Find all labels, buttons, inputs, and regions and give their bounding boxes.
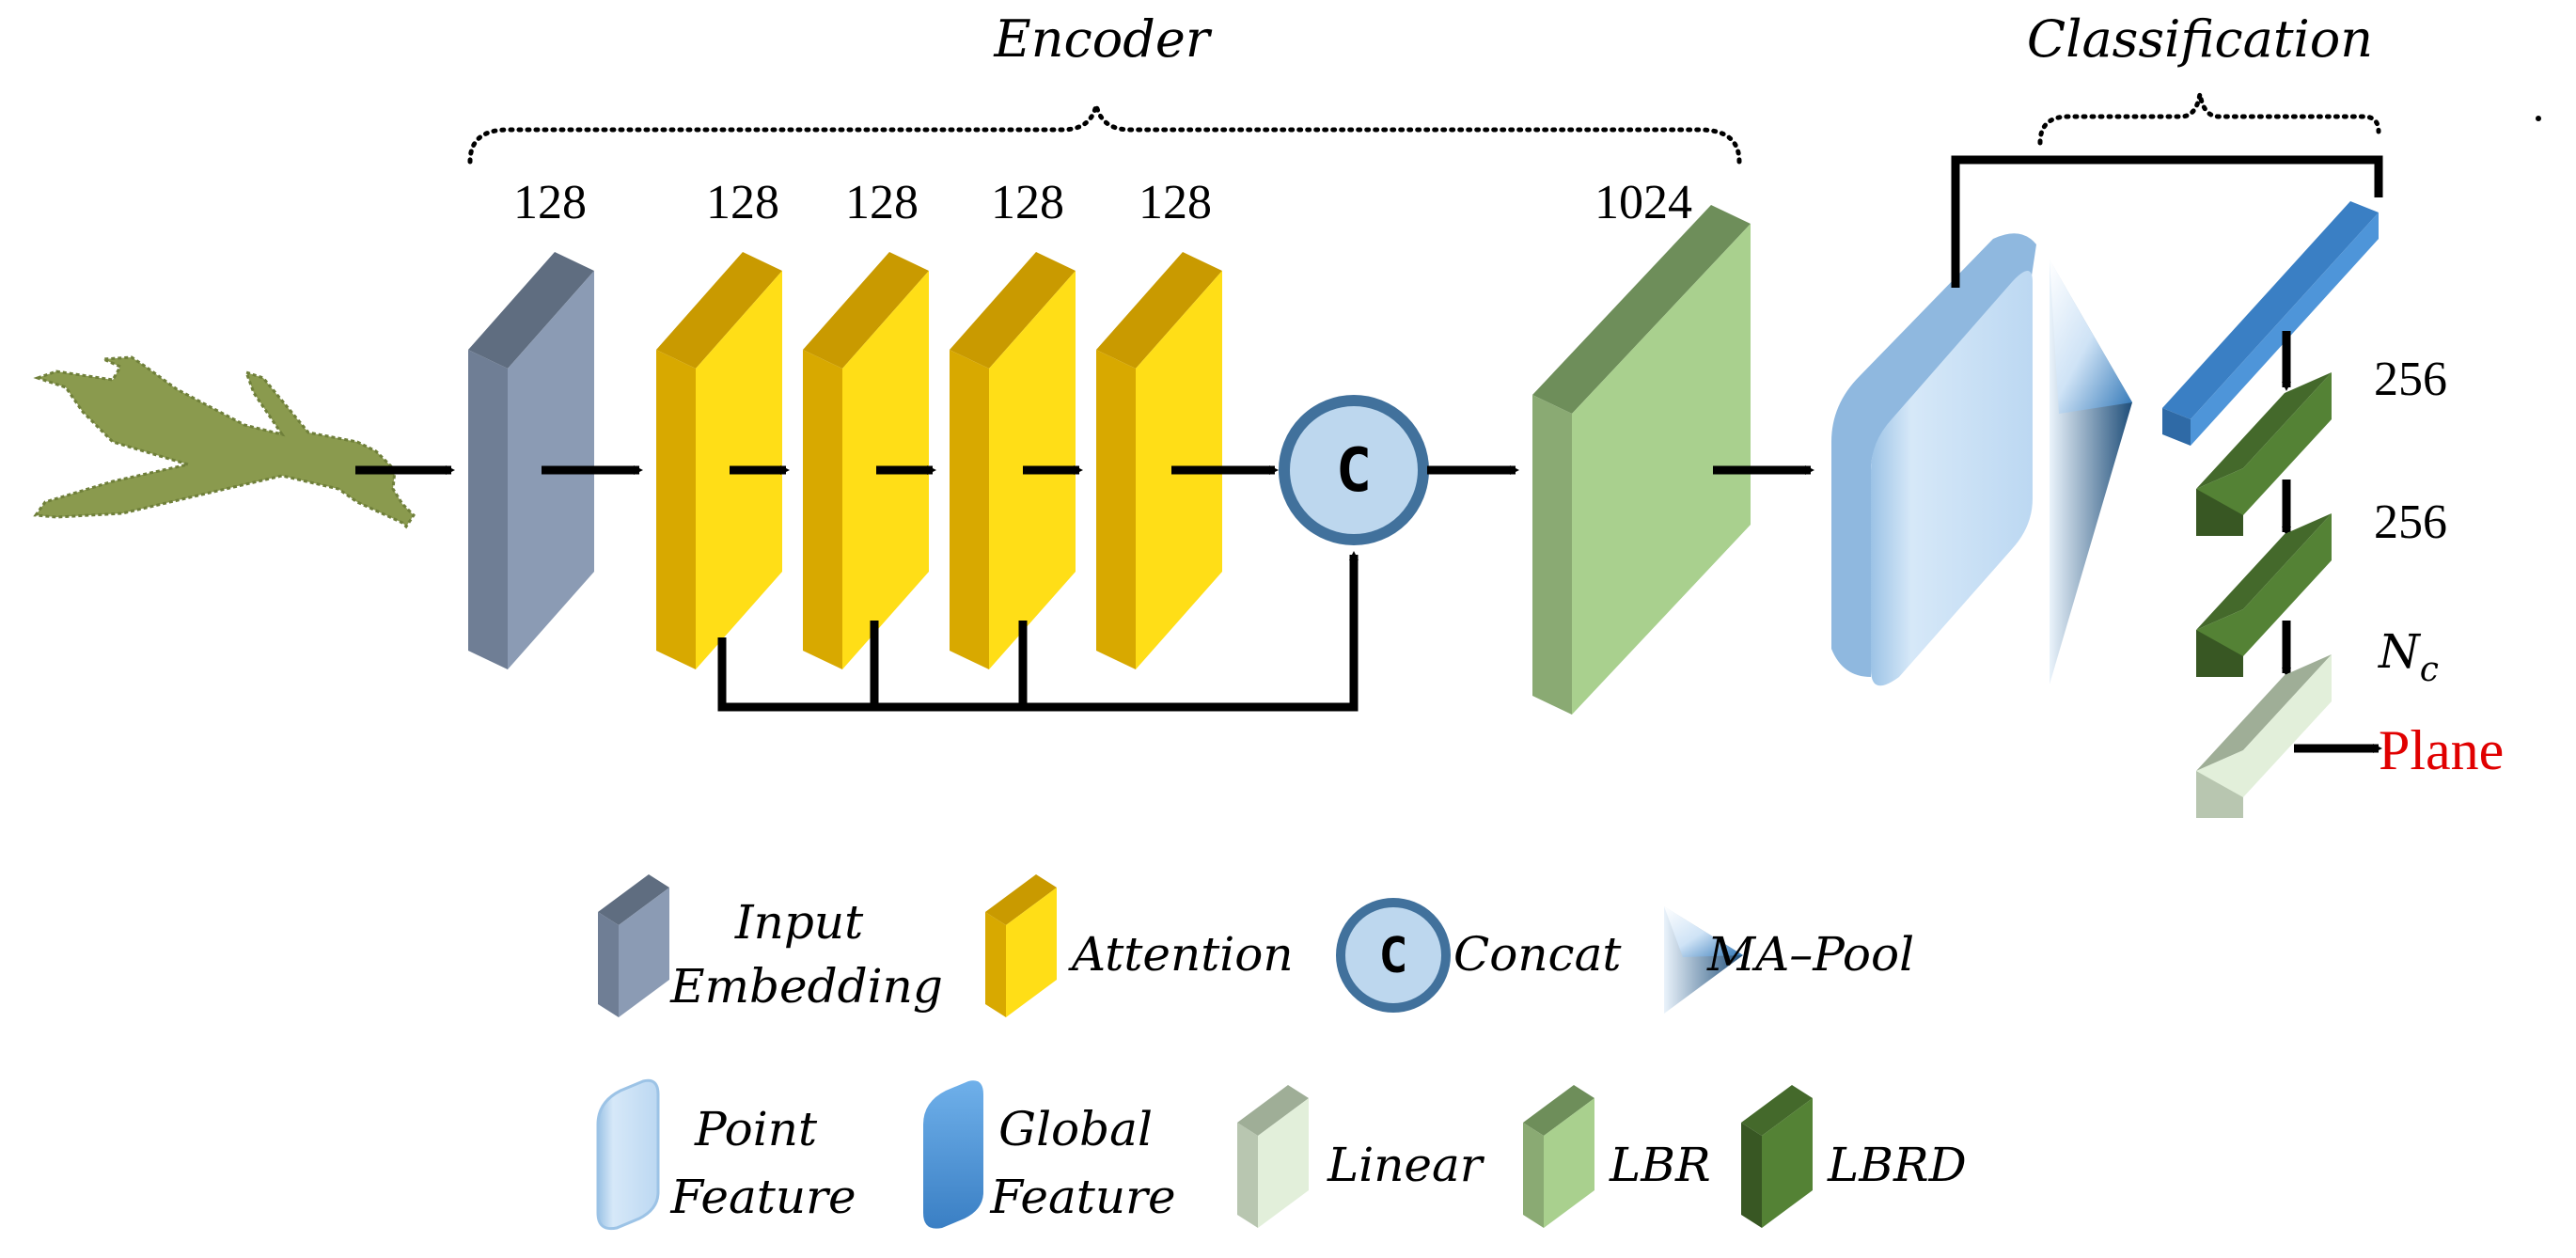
legend-input-embedding-label: Input Embedding [669,895,943,1014]
skip-connection-lines [717,564,1359,712]
input-embedding-block [468,252,594,669]
att4-dim-label: 128 [1139,176,1212,229]
legend-linear-icon [1237,1085,1309,1228]
point-feature-block [1831,233,2036,686]
legend-input-embedding-icon [598,874,669,1017]
cls1-dim-label: 256 [2374,353,2447,406]
legend-point-feature-icon [596,1078,660,1231]
legend-ma-pool-label: MA–Pool [1706,927,1914,982]
legend-lbr-icon [1523,1085,1594,1228]
embed-dim-label: 128 [513,176,587,229]
feedback-line [1951,155,2383,288]
legend-ma-pool-icon [1664,906,1743,1014]
classification-brace [2037,93,2381,146]
nc-dim-label: Nc [2378,624,2439,689]
legend-linear-label: Linear [1327,1138,1485,1192]
concat-node [1279,395,1429,545]
encoder-title: Encoder [993,9,1212,69]
attention-block-1 [656,252,782,669]
legend-lbrd-label: LBRD [1827,1138,1967,1192]
legend-concat-label: Concat [1453,927,1622,982]
legend-point-feature-label: Point Feature [669,1102,856,1224]
airplane-point-cloud [33,355,416,529]
stray-dot [2536,116,2541,121]
legend-lbrd-icon [1741,1085,1813,1228]
att3-dim-label: 128 [991,176,1064,229]
attention-block-3 [950,252,1076,669]
attention-block-2 [803,252,929,669]
classification-title: Classification [2027,9,2373,69]
lbrd-block-256-b [2196,513,2332,677]
attention-block-4 [1096,252,1222,669]
legend-attention-icon [985,874,1057,1017]
att2-dim-label: 128 [845,176,919,229]
legend-global-feature-icon [923,1080,983,1229]
lbr-dim-label: 1024 [1594,176,1692,229]
lbr-block-1024 [1532,205,1751,715]
ma-pool-block [2050,259,2132,684]
concat-symbol: C [1336,436,1373,506]
legend-concat-symbol: C [1378,928,1407,984]
att1-dim-label: 128 [706,176,779,229]
encoder-brace [467,104,1742,165]
legend-lbr-label: LBR [1609,1138,1711,1192]
cls2-dim-label: 256 [2374,495,2447,549]
legend-global-feature-label: Global Feature [989,1102,1175,1224]
lbrd-block-256-a [2196,372,2332,536]
output-class-label: Plane [2379,719,2504,781]
global-feature-block [2162,201,2379,446]
linear-block-nc [2196,654,2332,818]
legend-attention-label: Attention [1068,927,1294,982]
legend-concat-icon [1336,898,1451,1013]
